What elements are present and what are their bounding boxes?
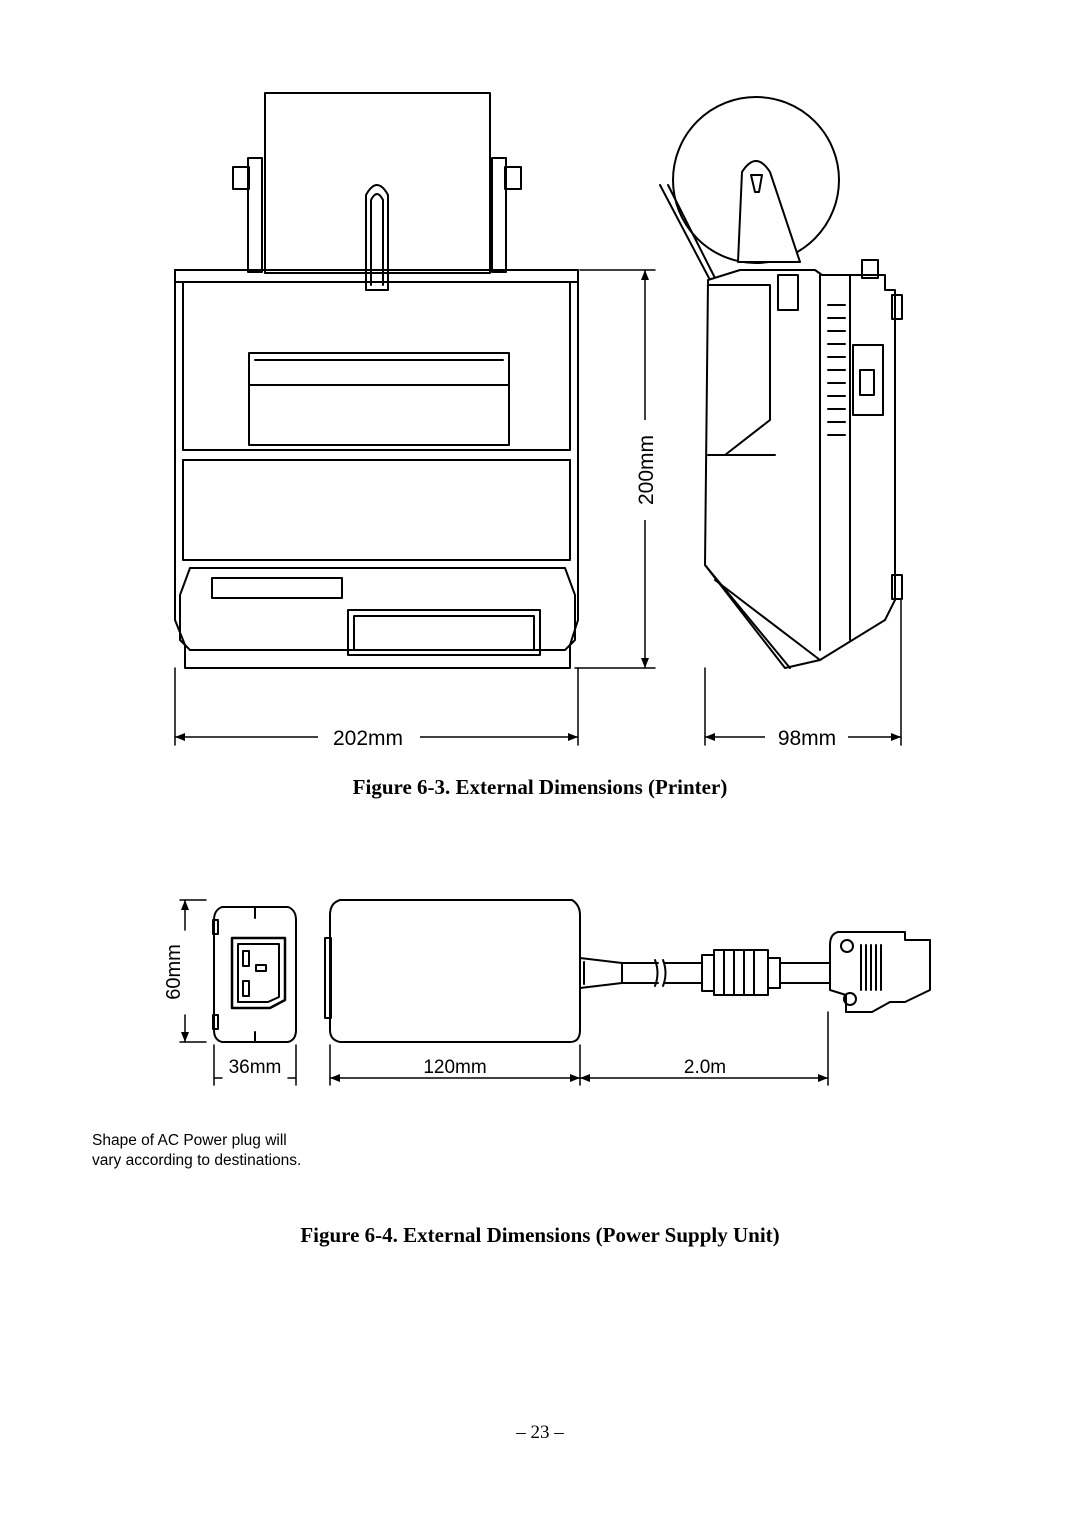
figure-caption-printer: Figure 6-3. External Dimensions (Printer…	[352, 775, 728, 799]
printer-depth-label: 98mm	[778, 727, 836, 750]
printer-front-view	[174, 92, 579, 669]
psu-body-width-label: 120mm	[423, 1057, 486, 1078]
figure-caption-power-supply: Figure 6-4. External Dimensions (Power S…	[300, 1223, 780, 1247]
psu-height-label: 60mm	[163, 944, 185, 1000]
psu-cable-length-label: 2.0m	[684, 1057, 726, 1078]
power-plug-note: Shape of AC Power plug will vary accordi…	[92, 1131, 301, 1171]
psu-plug-width-label: 36mm	[229, 1057, 282, 1078]
printer-height-label: 200mm	[635, 435, 658, 505]
power-supply-end-view	[212, 906, 297, 1043]
page-number: – 23 –	[516, 1422, 564, 1443]
power-plug-note-line2: vary according to destinations.	[92, 1152, 302, 1169]
printer-width-label: 202mm	[333, 727, 403, 750]
power-supply-body	[324, 899, 931, 1043]
power-plug-note-line1: Shape of AC Power plug will	[92, 1132, 287, 1149]
printer-side-view	[659, 96, 903, 669]
power-supply-dimension-lines	[179, 899, 829, 1086]
